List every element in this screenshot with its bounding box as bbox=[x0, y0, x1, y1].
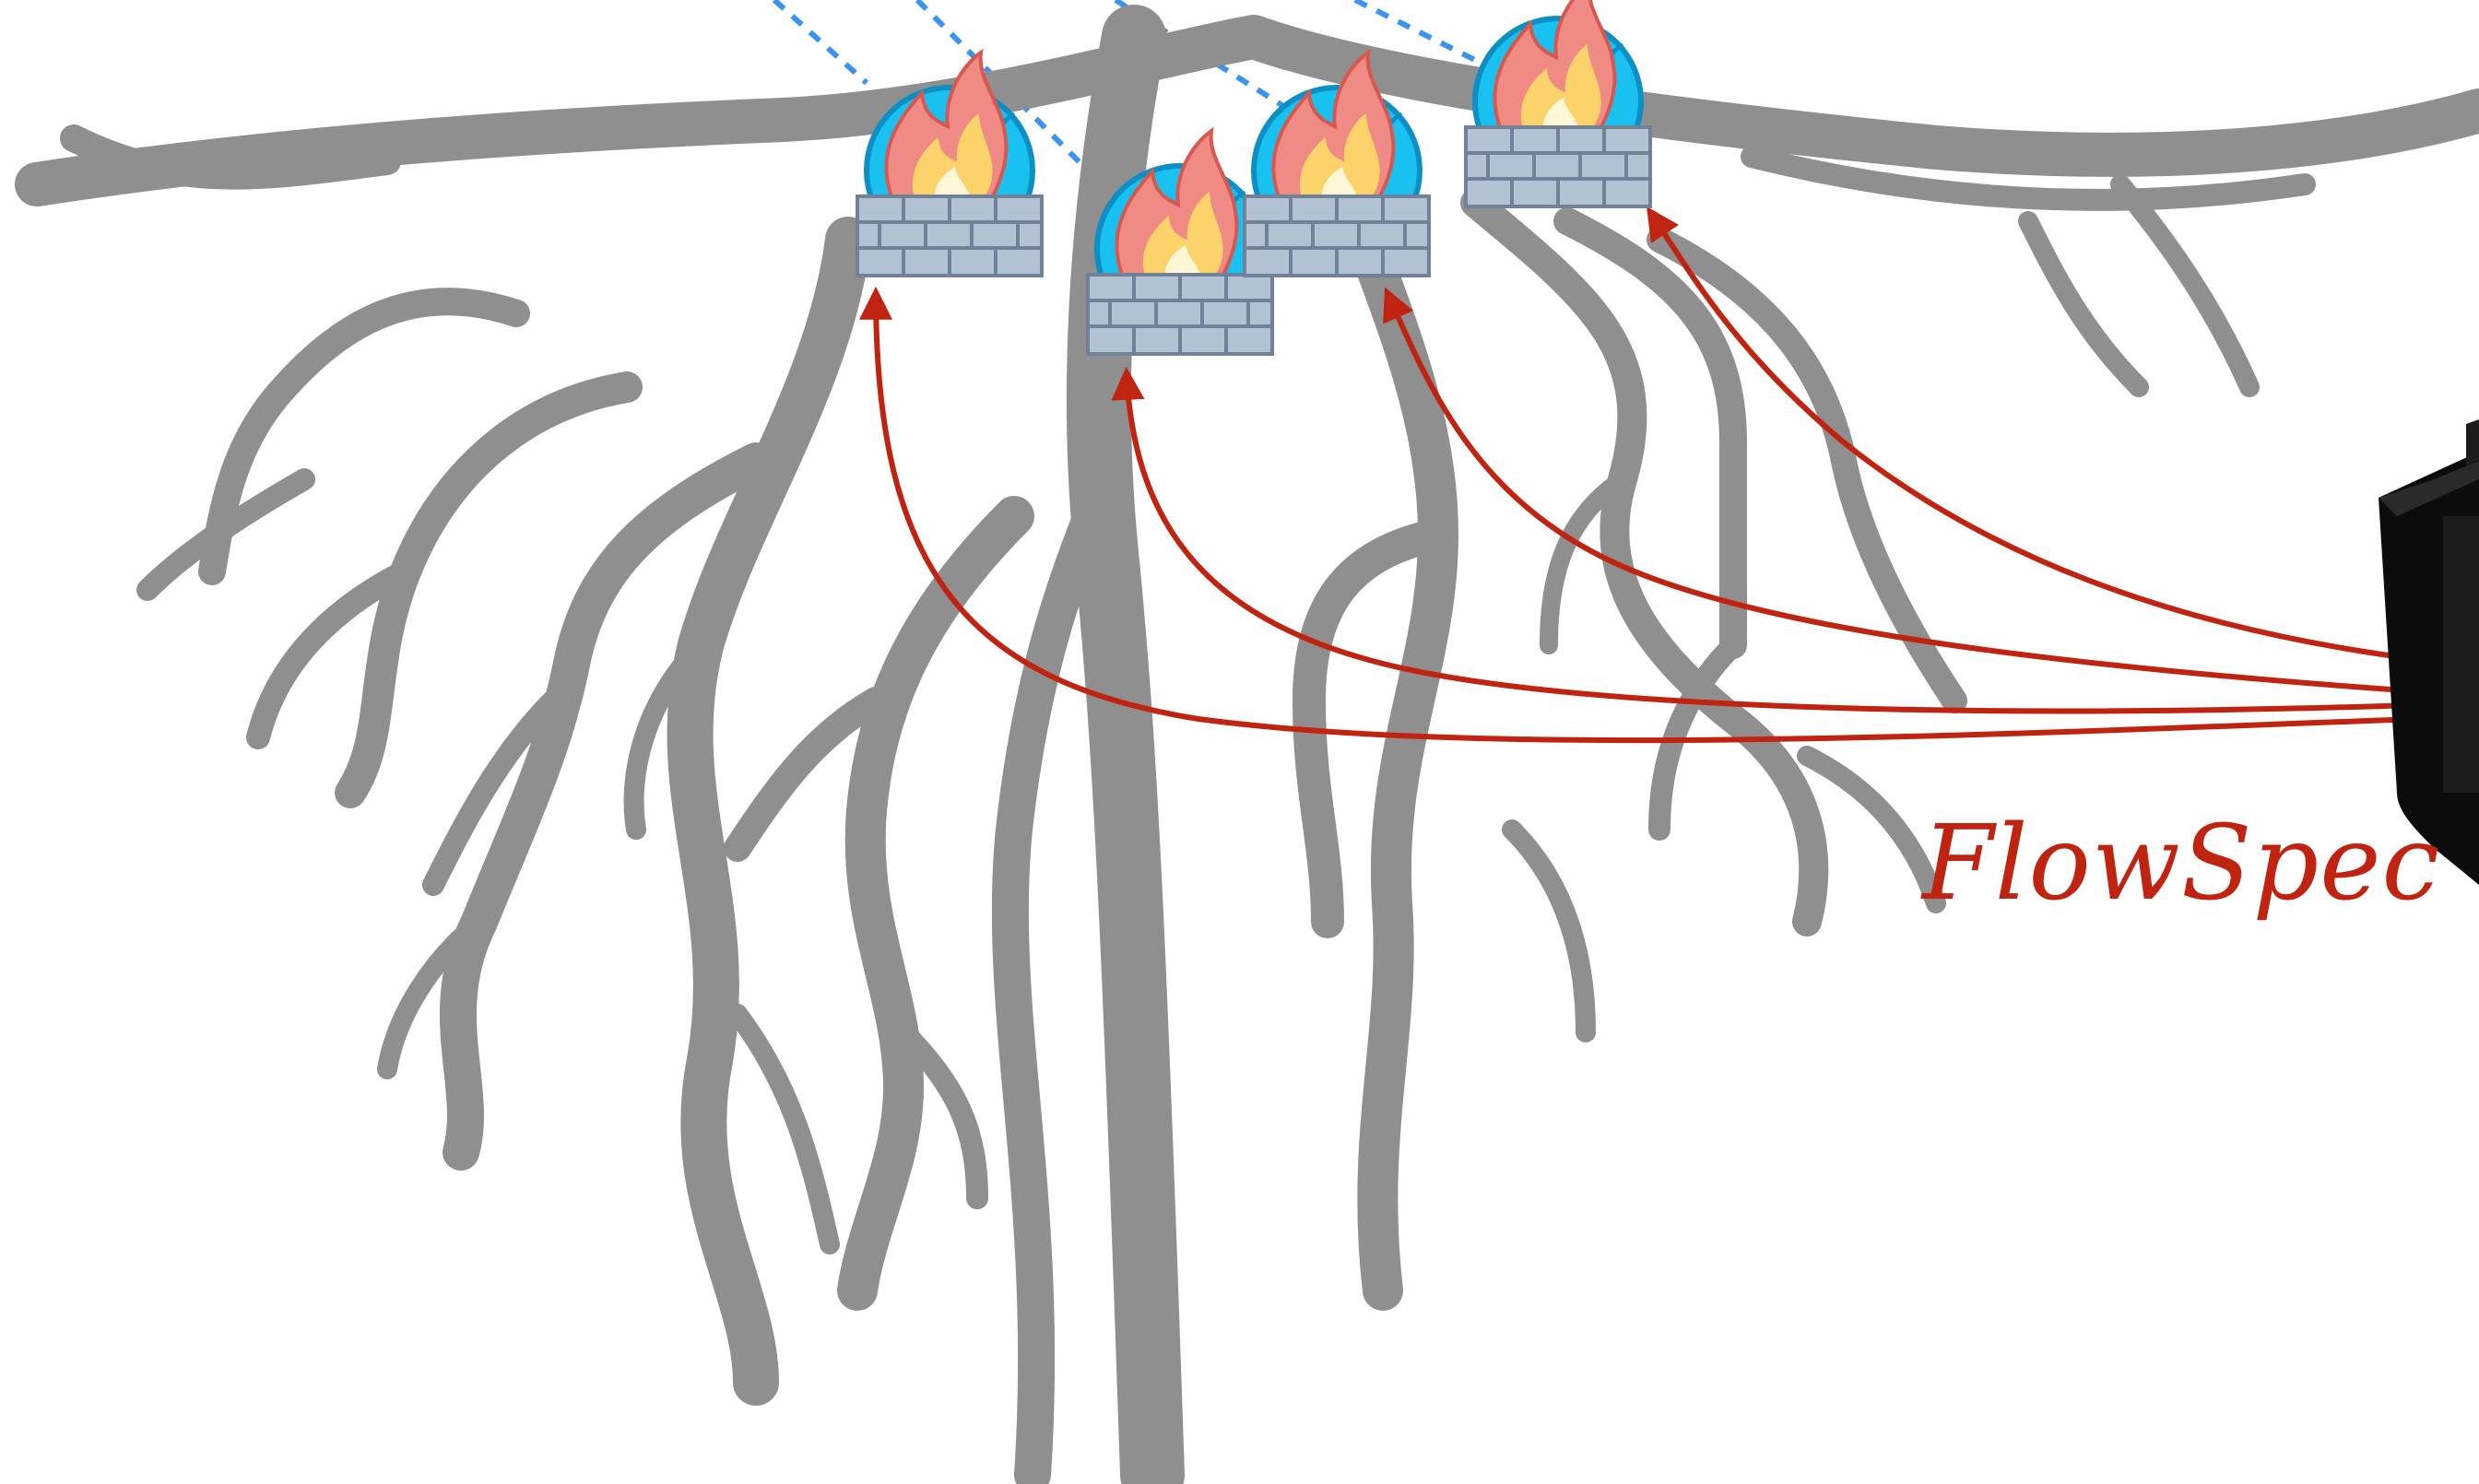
controller-appliance-icon bbox=[2379, 419, 2479, 885]
flowspec-arrows bbox=[859, 206, 2416, 744]
router-firewall-node-4 bbox=[1466, 0, 1650, 206]
dashed-link-1 bbox=[772, 0, 869, 86]
root-system-illustration bbox=[15, 5, 2479, 1484]
flowspec-arrow-3 bbox=[1383, 287, 2416, 694]
flowspec-label: FlowSpec bbox=[1920, 804, 2440, 924]
flowspec-arrow-1 bbox=[859, 286, 2416, 744]
flowspec-arrow-2 bbox=[1111, 366, 2416, 714]
flowspec-arrow-4 bbox=[1647, 206, 2416, 662]
router-firewall-icon bbox=[1466, 0, 1650, 206]
